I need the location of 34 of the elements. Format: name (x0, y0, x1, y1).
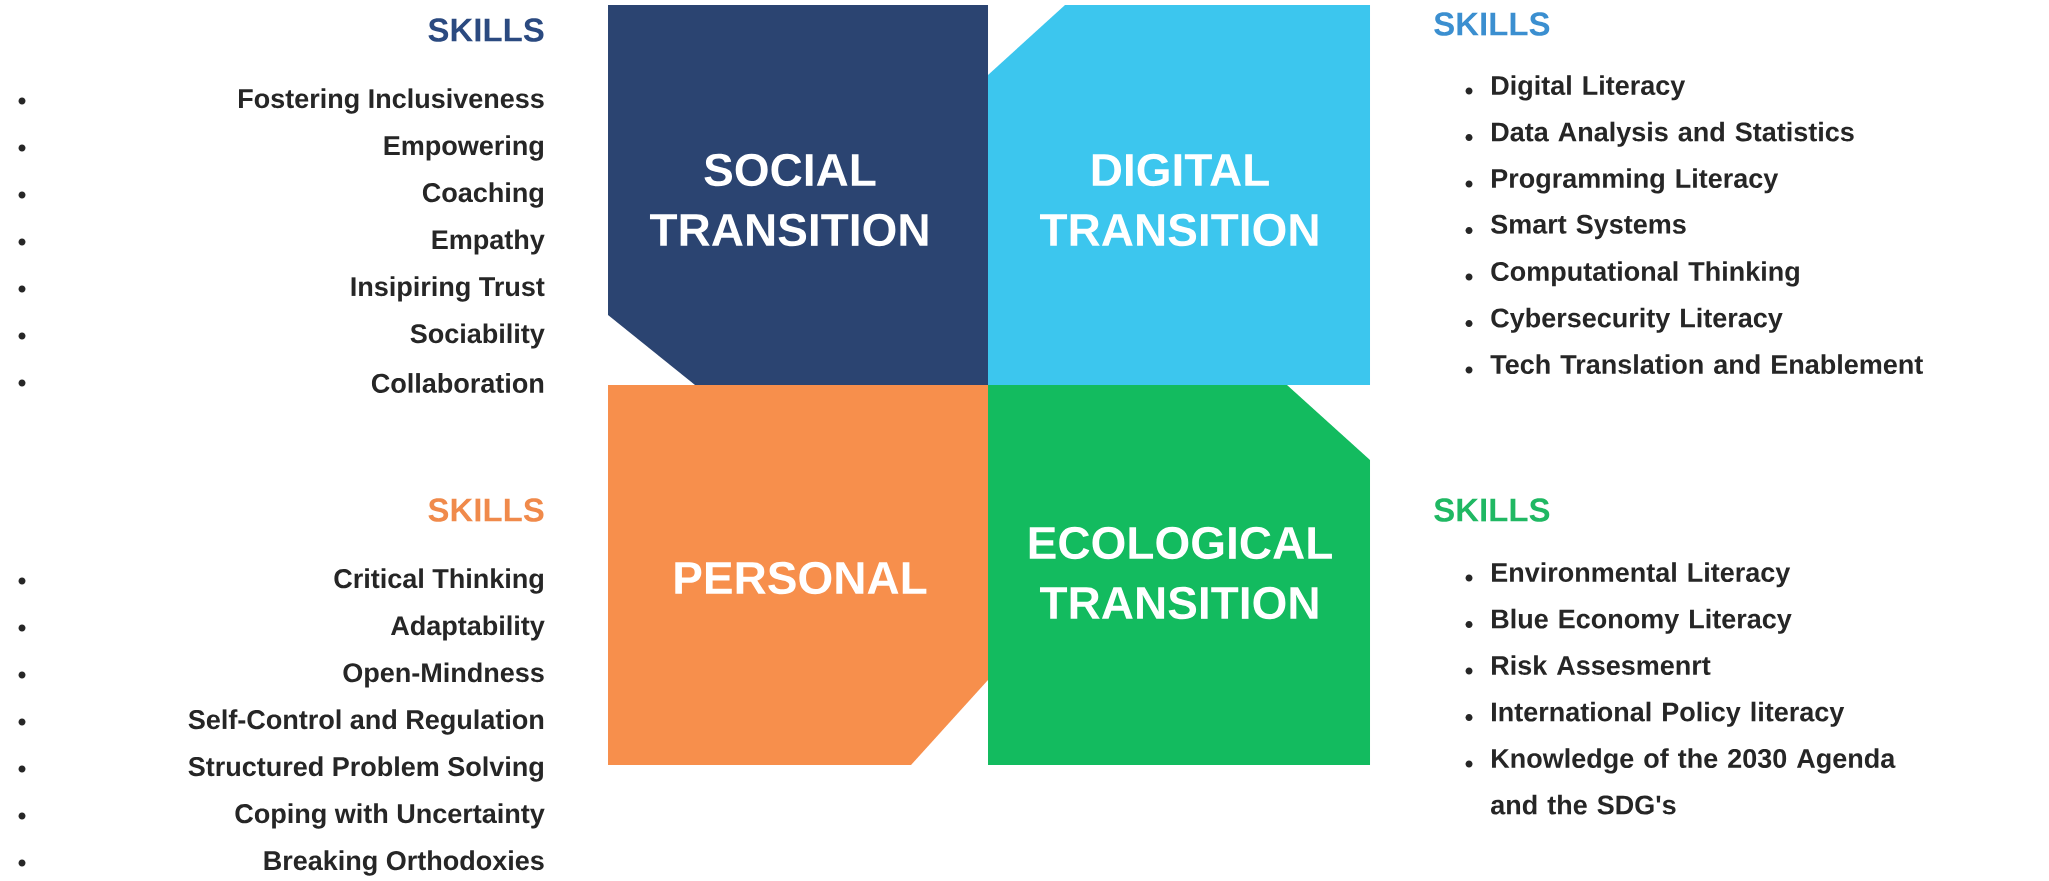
skill-item: Blue Economy Literacy (1492, 608, 1792, 634)
skill-item: Cybersecurity Literacy (1491, 307, 1783, 333)
skill-item: Smart Systems (1491, 214, 1686, 240)
skill-item: Knowledge of the 2030 Agenda and the SDG's (1491, 748, 1896, 815)
skills-heading: SKILLS (428, 498, 544, 522)
skill-item: Insipiring Trust (351, 276, 545, 302)
skills-heading: SKILLS (1434, 498, 1550, 522)
skill-item: Open-Mindness (343, 662, 544, 688)
skill-item: Empathy (432, 229, 545, 255)
skill-item: Critical Thinking (334, 568, 543, 594)
skill-item: Computational Thinking (1491, 261, 1799, 287)
skill-item: Coping with Uncertainty (235, 803, 545, 829)
quadrant-box: SOCIAL TRANSITION (608, 5, 988, 385)
skill-item: Sociability (410, 323, 545, 349)
skill-item: Structured Problem Solving (188, 756, 543, 782)
skills-heading: SKILLS (1434, 12, 1550, 36)
skill-item: Coaching (422, 182, 543, 208)
skill-item: Collaboration (371, 373, 544, 393)
skill-item: Breaking Orthodoxies (264, 850, 544, 876)
skill-item: Adaptability (390, 615, 545, 641)
skill-item: Risk Assesmenrt (1492, 655, 1711, 676)
skill-item: International Policy literacy (1492, 701, 1845, 727)
quadrant-box: PERSONAL (608, 385, 988, 765)
skill-item: Environmental Literacy (1492, 562, 1791, 588)
skill-item: Fostering Inclusiveness (239, 88, 544, 114)
skill-item: Self-Control and Regulation (188, 709, 544, 735)
quadrant-box: DIGITAL TRANSITION (988, 5, 1370, 385)
skill-item: Tech Translation and Enablement (1490, 354, 1923, 375)
skill-item: Programming Literacy (1492, 168, 1779, 194)
skill-item: Data Analysis and Statistics (1492, 121, 1854, 147)
skills-heading: SKILLS (428, 18, 544, 42)
skill-item: Empowering (384, 135, 543, 161)
skill-item: Digital Literacy (1492, 75, 1686, 101)
quadrant-box: ECOLOGICAL TRANSITION (988, 385, 1370, 765)
